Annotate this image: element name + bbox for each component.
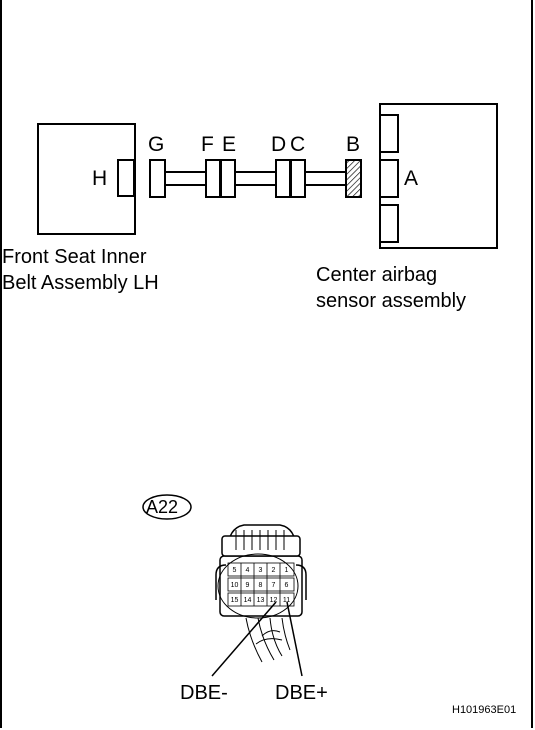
- pin-grid: [227, 562, 295, 607]
- label-g: G: [148, 133, 165, 156]
- pin-label: 13: [256, 597, 265, 604]
- label-c: C: [290, 133, 306, 156]
- pin-label: 8: [258, 582, 263, 589]
- wire-bundle: [245, 617, 291, 663]
- label-f: F: [201, 133, 214, 156]
- connector-g: [149, 159, 166, 198]
- connector-f: [205, 159, 221, 198]
- airbag-sensor-caption-line1: Center airbag: [316, 264, 438, 286]
- pin-label: 5: [232, 567, 237, 574]
- pin-row-3: 15 14 13 12 11: [228, 593, 294, 608]
- connector-c: [290, 159, 306, 198]
- pin-label: 4: [245, 567, 250, 574]
- airbag-sensor-caption: Center airbag sensor assembly: [316, 262, 466, 314]
- label-h: H: [92, 167, 108, 190]
- label-d: D: [271, 133, 287, 156]
- pin-label: 1: [284, 567, 289, 574]
- pin-label: 12: [269, 597, 278, 604]
- connector-a: [379, 159, 399, 198]
- connector-d: [275, 159, 291, 198]
- belt-assembly-caption: Front Seat Inner Belt Assembly LH: [2, 244, 159, 296]
- pin-label: 10: [230, 582, 239, 589]
- pin-label: 2: [271, 567, 276, 574]
- figure-id: H101963E01: [452, 704, 517, 716]
- label-e: E: [222, 133, 237, 156]
- pin-label: 14: [243, 597, 252, 604]
- connector-b: [345, 159, 362, 198]
- connector-grip: [235, 530, 285, 550]
- terminal-dbe-minus: DBE-: [180, 682, 228, 704]
- pin-label: 15: [230, 597, 239, 604]
- pin-label: 9: [245, 582, 250, 589]
- connector-code: A22: [146, 497, 179, 517]
- leader-dbe-plus: [286, 601, 303, 677]
- pin-label: 11: [282, 597, 291, 604]
- airbag-sensor-tab-bottom: [379, 204, 399, 243]
- connector-h: [117, 159, 135, 197]
- pin-label: 3: [258, 567, 263, 574]
- wire-harness: [163, 171, 347, 186]
- airbag-sensor-caption-line2: sensor assembly: [316, 290, 467, 312]
- terminal-dbe-plus: DBE+: [275, 682, 328, 704]
- belt-assembly-caption-line1: Front Seat Inner: [2, 246, 147, 268]
- belt-assembly-caption-line2: Belt Assembly LH: [2, 272, 159, 294]
- label-b: B: [346, 133, 361, 156]
- pin-label: 7: [271, 582, 276, 589]
- pin-numbers: 5 4 3 2 1 10 9 8 7 6 15 14 13 12 11: [228, 563, 294, 608]
- leader-dbe-minus: [211, 601, 277, 677]
- label-a: A: [404, 167, 419, 190]
- airbag-sensor-tab-top: [379, 114, 399, 153]
- pin-row-2: 10 9 8 7 6: [228, 578, 294, 593]
- connector-code-oval: [142, 494, 192, 520]
- pin-row-1: 5 4 3 2 1: [228, 563, 294, 578]
- airbag-sensor-body: [379, 103, 498, 249]
- pin-label: 6: [284, 582, 289, 589]
- connector-e: [220, 159, 236, 198]
